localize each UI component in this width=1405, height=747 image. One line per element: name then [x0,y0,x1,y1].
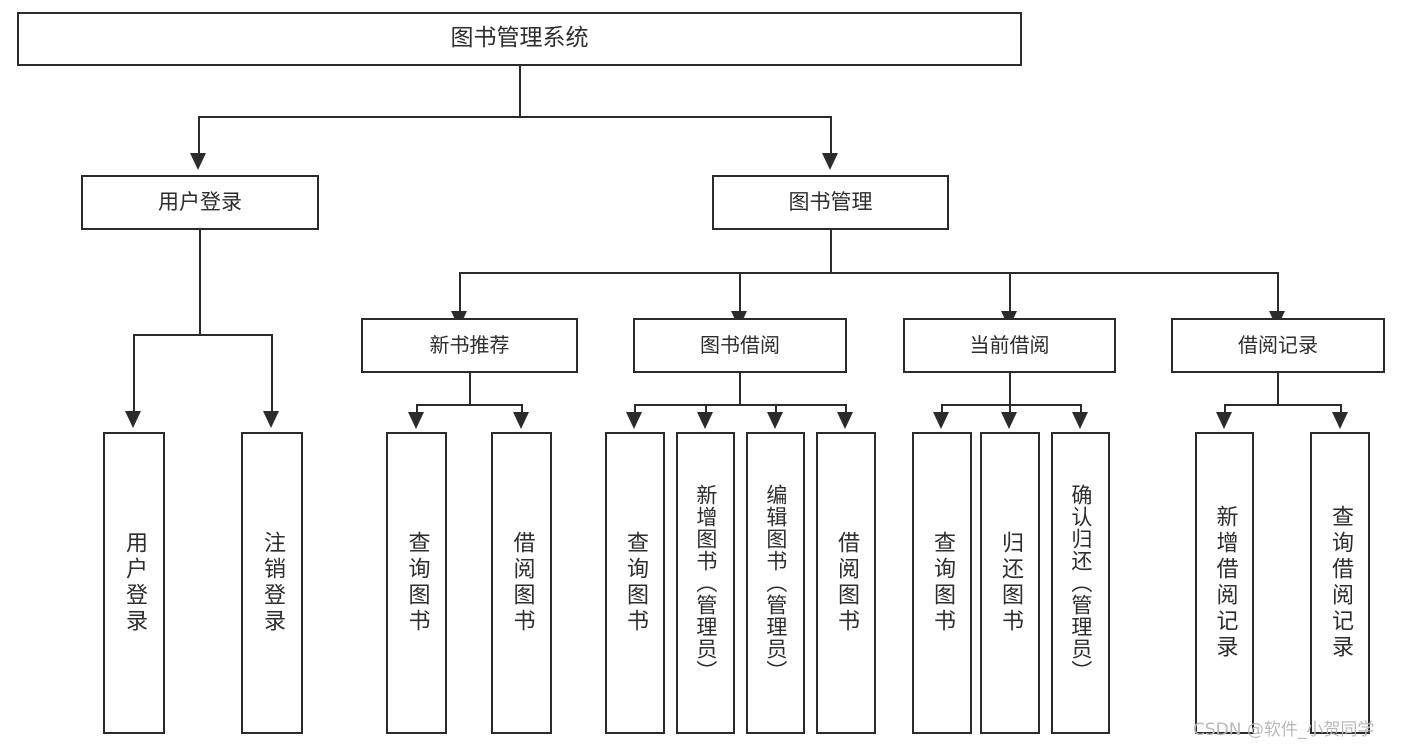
node-label: 图书借阅 [700,332,780,357]
csdn-watermark: CSDN @软件_小贺同学 [1193,720,1375,740]
leaf-label: 查询图书 [929,531,955,635]
leaf-label: 查询图书 [622,531,648,635]
node-label: 图书管理 [788,190,873,215]
leaf-bb-add-book-admin[interactable]: 新增图书（管理员） [676,432,735,734]
connector-bm-drop-4 [1277,272,1279,314]
connector-user-login-drop-2 [271,334,273,414]
arrow-br-leaf-1 [1216,412,1232,429]
arrow-bb-leaf-2 [697,412,713,429]
leaf-label: 注销登录 [259,531,285,635]
node-root-book-management-system[interactable]: 图书管理系统 [17,12,1022,66]
connector-br-bar [1224,404,1341,406]
arrow-to-user-login [190,153,206,170]
node-label: 当前借阅 [969,332,1050,357]
connector-root-drop-1 [198,116,200,156]
leaf-nbr-borrow-book[interactable]: 借阅图书 [491,432,552,734]
arrow-nbr-leaf-2 [513,412,529,429]
leaf-label: 新增借阅记录 [1212,505,1238,661]
connector-bb-bar [634,404,846,406]
leaf-bb-edit-book-admin[interactable]: 编辑图书（管理员） [746,432,805,734]
leaf-label: 用户登录 [121,531,147,635]
leaf-label: 查询借阅记录 [1327,505,1353,661]
connector-br-trunk [1277,373,1279,406]
connector-user-login-bar [133,334,272,336]
arrow-to-leaf-logout [263,411,279,428]
connector-cb-bar [941,404,1081,406]
connector-nbr-trunk [469,373,471,406]
leaf-cb-query-book[interactable]: 查询图书 [912,432,972,734]
node-new-book-recommend[interactable]: 新书推荐 [361,318,578,373]
connector-user-login-drop-1 [133,334,135,414]
connector-nbr-bar [416,404,522,406]
node-label: 新书推荐 [429,332,510,357]
leaf-cb-return-book[interactable]: 归还图书 [980,432,1040,734]
arrow-cb-leaf-1 [933,412,949,429]
leaf-logout[interactable]: 注销登录 [241,432,303,734]
connector-bb-trunk [739,373,741,406]
connector-root-bar [198,116,831,118]
leaf-label: 确认归还（管理员） [1068,484,1093,682]
connector-bm-drop-1 [459,272,461,314]
leaf-br-query-record[interactable]: 查询借阅记录 [1310,432,1370,734]
arrow-bb-leaf-4 [837,412,853,429]
node-label: 图书管理系统 [450,25,589,52]
node-label: 用户登录 [158,190,242,215]
node-label: 借阅记录 [1238,332,1318,357]
leaf-label: 编辑图书（管理员） [763,484,788,682]
leaf-bb-borrow-book[interactable]: 借阅图书 [816,432,876,734]
connector-bm-drop-3 [1009,272,1011,314]
connector-cb-trunk [1009,373,1011,406]
arrow-bb-leaf-3 [767,412,783,429]
connector-book-management-trunk [830,230,832,274]
arrow-to-leaf-user-login [125,411,141,428]
arrow-cb-leaf-2 [1001,412,1017,429]
leaf-user-login[interactable]: 用户登录 [103,432,165,734]
connector-bm-drop-2 [739,272,741,314]
arrow-br-leaf-2 [1332,412,1348,429]
connector-book-management-bar [459,272,1279,274]
connector-root-trunk [519,66,521,117]
node-current-borrow[interactable]: 当前借阅 [903,318,1116,373]
node-borrow-record[interactable]: 借阅记录 [1171,318,1385,373]
node-user-login[interactable]: 用户登录 [81,175,319,230]
arrow-to-book-management [822,153,838,170]
connector-root-drop-2 [830,116,832,156]
node-book-management[interactable]: 图书管理 [712,175,949,230]
leaf-label: 归还图书 [997,531,1023,635]
leaf-nbr-query-book[interactable]: 查询图书 [386,432,447,734]
leaf-cb-confirm-return-admin[interactable]: 确认归还（管理员） [1051,432,1110,734]
leaf-label: 借阅图书 [509,531,535,635]
arrow-cb-leaf-3 [1072,412,1088,429]
node-book-borrow[interactable]: 图书借阅 [633,318,847,373]
leaf-br-add-record[interactable]: 新增借阅记录 [1195,432,1254,734]
leaf-bb-query-book[interactable]: 查询图书 [605,432,665,734]
leaf-label: 新增图书（管理员） [693,484,718,682]
arrow-nbr-leaf-1 [408,412,424,429]
arrow-bb-leaf-1 [626,412,642,429]
leaf-label: 查询图书 [404,531,430,635]
leaf-label: 借阅图书 [833,531,859,635]
connector-user-login-trunk [199,230,201,336]
